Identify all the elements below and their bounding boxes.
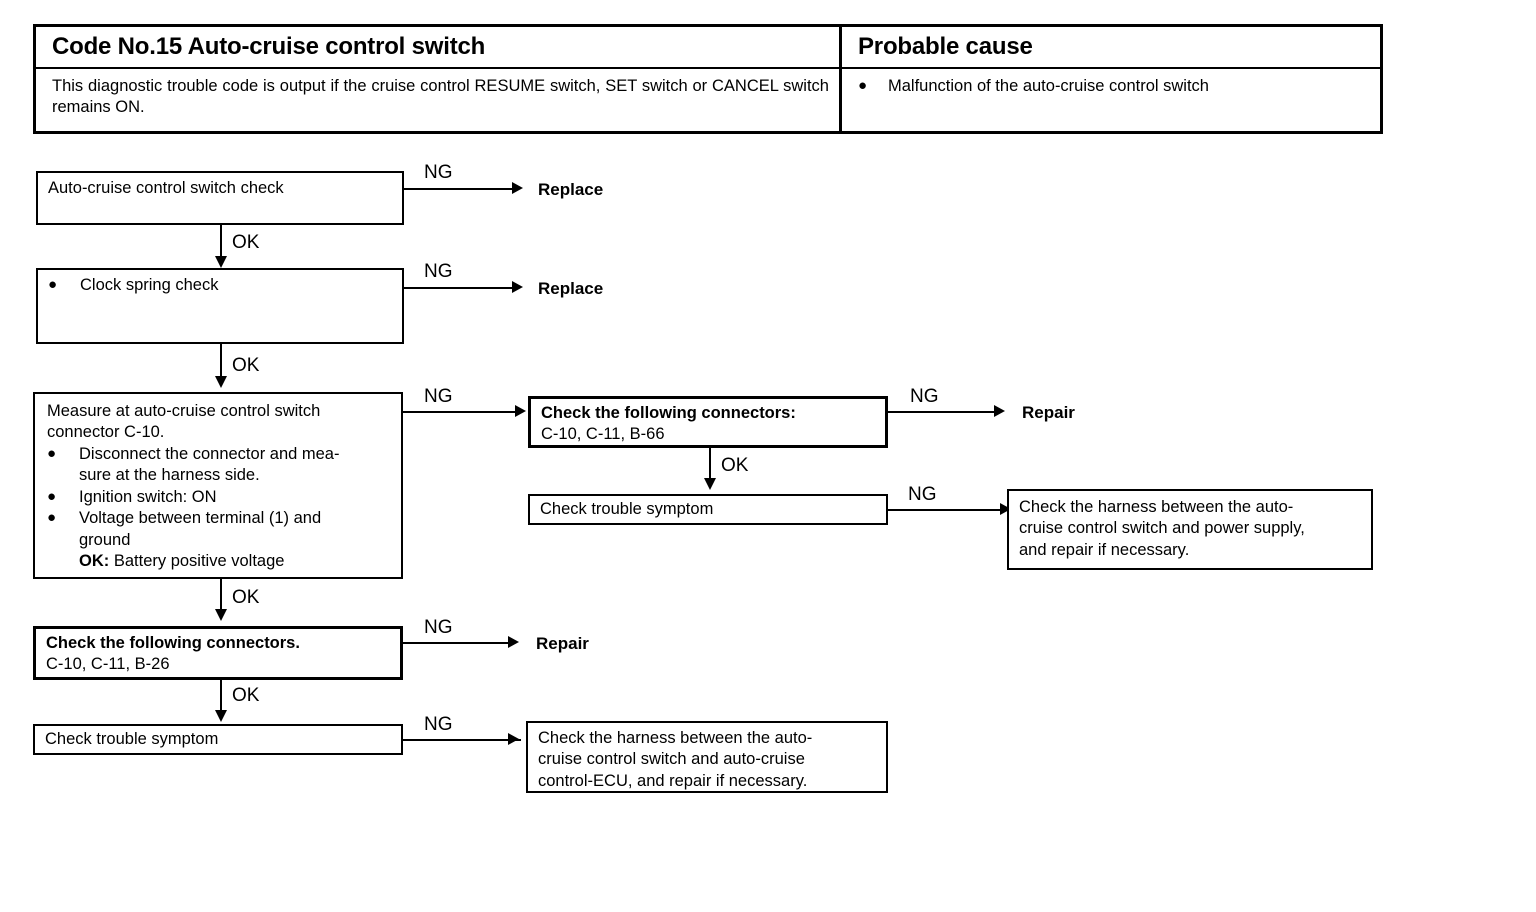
ok-arrowhead-5: [215, 710, 227, 722]
measure-line-2: connector C-10.: [47, 423, 165, 442]
ng-connector-line-4: [888, 411, 998, 413]
measure-bullet-1-text-cont: sure at the harness side.: [79, 466, 260, 485]
measure-bullet-3: ● Voltage between terminal (1) and groun…: [47, 508, 395, 572]
clock-spring-row: ● Clock spring check: [48, 275, 394, 296]
ok-connector-line-3: [709, 448, 711, 486]
step-box-check-connectors-b66[interactable]: Check the following connectors: C-10, C-…: [528, 396, 888, 448]
ok-connector-line-5: [220, 680, 222, 718]
check-connectors-title: Check the following connectors:: [541, 404, 796, 422]
code-description: This diagnostic trouble code is output i…: [52, 77, 829, 117]
ng-connector-line-3: [403, 411, 520, 413]
ok-arrowhead-2: [215, 376, 227, 388]
edge-label-ok-2: OK: [232, 355, 260, 376]
ng-arrowhead-4: [994, 405, 1005, 417]
check-connectors-title: Check the following connectors.: [46, 634, 300, 652]
measure-bullet-3-text-cont: ground: [79, 530, 131, 549]
step-box-measure-connector[interactable]: Measure at auto-cruise control switch co…: [33, 392, 403, 579]
ok-arrowhead-3: [704, 478, 716, 490]
ok-connector-line-2: [220, 344, 222, 384]
step-box-text: Check trouble symptom: [540, 500, 714, 518]
edge-label-ng-3: NG: [424, 386, 453, 407]
bullet-icon: ●: [48, 276, 58, 293]
step-box-text: Auto-cruise control switch check: [48, 179, 284, 197]
harness-power-line-2: cruise control switch and power supply,: [1019, 519, 1305, 538]
header-table: Code No.15 Auto-cruise control switch Th…: [33, 24, 1383, 134]
result-box-harness-ecu[interactable]: Check the harness between the auto- crui…: [526, 721, 888, 793]
ng-connector-line-7: [403, 739, 521, 741]
edge-label-ok-3: OK: [721, 455, 749, 476]
edge-label-ng-1: NG: [424, 162, 453, 183]
measure-bullet-1-text: Disconnect the connector and mea-: [79, 444, 340, 463]
probable-cause-title: Probable cause: [842, 27, 1380, 69]
harness-ecu-line-1: Check the harness between the auto-: [538, 729, 813, 747]
ok-arrowhead-4: [215, 609, 227, 621]
harness-ecu-line-3: control-ECU, and repair if necessary.: [538, 771, 808, 790]
ng-connector-line-2: [404, 287, 514, 289]
ng-arrowhead-1: [512, 182, 523, 194]
edge-label-ng-5: NG: [908, 484, 937, 505]
edge-label-ng-4: NG: [910, 386, 939, 407]
page-title: Code No.15 Auto-cruise control switch: [36, 27, 839, 69]
edge-label-ng-2: NG: [424, 261, 453, 282]
terminal-replace-1: Replace: [538, 180, 604, 199]
measure-bullet-1: ● Disconnect the connector and mea- sure…: [47, 444, 395, 487]
measure-bullet-2: ● Ignition switch: ON: [47, 487, 395, 508]
ng-connector-line-5: [888, 509, 1006, 511]
bullet-icon: ●: [858, 77, 868, 94]
edge-label-ok-1: OK: [232, 232, 260, 253]
terminal-replace-2: Replace: [538, 279, 604, 298]
step-box-clock-spring-check[interactable]: ● Clock spring check: [36, 268, 404, 344]
measure-ok-label: OK:: [79, 552, 110, 571]
probable-cause-text: Malfunction of the auto-cruise control s…: [888, 77, 1209, 95]
ok-connector-line-1: [220, 225, 222, 265]
terminal-repair-2: Repair: [536, 634, 589, 653]
ng-arrowhead-3: [515, 405, 526, 417]
edge-label-ng-7: NG: [424, 714, 453, 735]
step-box-auto-cruise-switch-check[interactable]: Auto-cruise control switch check: [36, 171, 404, 225]
ng-connector-line-1: [404, 188, 514, 190]
step-box-text: Clock spring check: [80, 276, 219, 294]
measure-bullet-3-text: Voltage between terminal (1) and: [79, 509, 322, 528]
header-column-code: Code No.15 Auto-cruise control switch Th…: [36, 27, 842, 131]
ng-connector-line-6: [403, 642, 513, 644]
step-box-check-trouble-symptom-middle[interactable]: Check trouble symptom: [528, 494, 888, 525]
step-box-check-trouble-symptom-bottom[interactable]: Check trouble symptom: [33, 724, 403, 755]
probable-cause-body: ● Malfunction of the auto-cruise control…: [842, 69, 1380, 131]
ok-connector-line-4: [220, 579, 222, 617]
bullet-icon: ●: [47, 487, 57, 505]
result-box-harness-power-supply[interactable]: Check the harness between the auto- crui…: [1007, 489, 1373, 570]
measure-ok-value: Battery positive voltage: [113, 552, 285, 571]
measure-bullet-2-text: Ignition switch: ON: [79, 487, 217, 506]
harness-ecu-line-2: cruise control switch and auto-cruise: [538, 750, 805, 769]
ng-arrowhead-7: [508, 733, 519, 745]
harness-power-line-1: Check the harness between the auto-: [1019, 498, 1294, 516]
check-connectors-list: C-10, C-11, B-66: [541, 425, 665, 444]
ng-arrowhead-5: [1000, 503, 1011, 515]
header-column-cause: Probable cause ● Malfunction of the auto…: [842, 27, 1380, 131]
terminal-repair-1: Repair: [1022, 403, 1075, 422]
ok-arrowhead-1: [215, 256, 227, 268]
step-box-check-connectors-b26[interactable]: Check the following connectors. C-10, C-…: [33, 626, 403, 680]
step-box-text: Check trouble symptom: [45, 730, 219, 748]
bullet-icon: ●: [47, 509, 57, 527]
harness-power-line-3: and repair if necessary.: [1019, 540, 1190, 559]
edge-label-ok-5: OK: [232, 685, 260, 706]
check-connectors-list: C-10, C-11, B-26: [46, 655, 170, 674]
ng-arrowhead-2: [512, 281, 523, 293]
ng-arrowhead-6: [508, 636, 519, 648]
bullet-icon: ●: [47, 444, 57, 462]
measure-line-1: Measure at auto-cruise control switch: [47, 402, 321, 420]
probable-cause-row: ● Malfunction of the auto-cruise control…: [858, 76, 1370, 97]
edge-label-ok-4: OK: [232, 587, 260, 608]
edge-label-ng-6: NG: [424, 617, 453, 638]
